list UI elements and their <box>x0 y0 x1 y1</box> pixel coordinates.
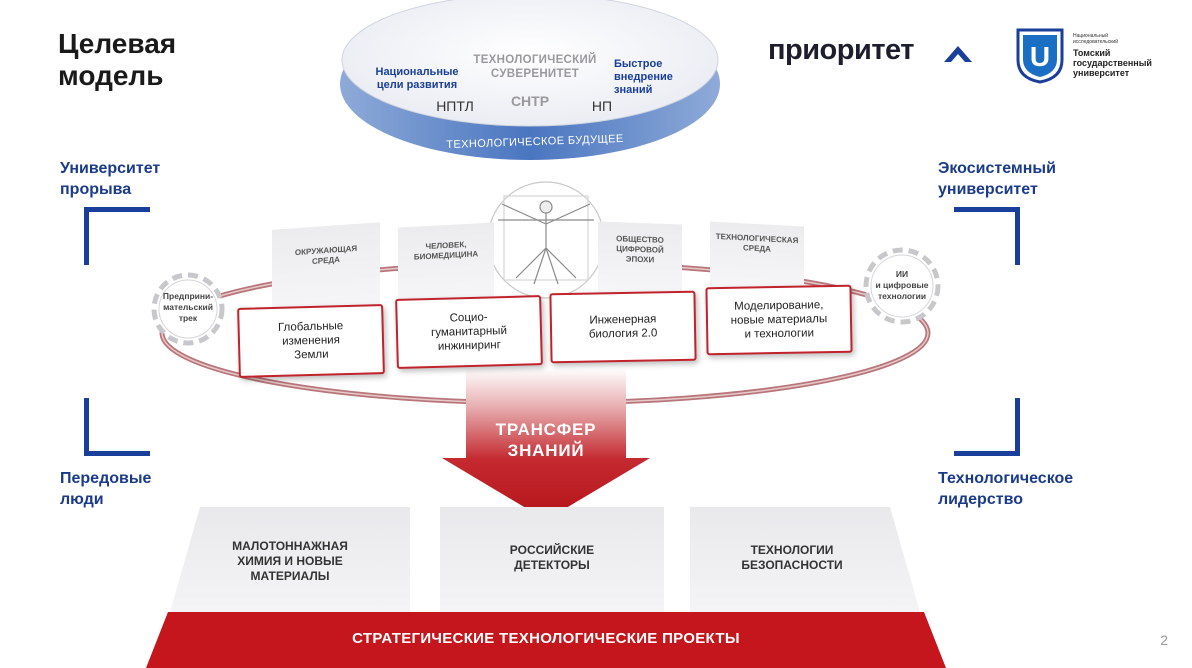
red-card-label: Инженерная биология 2.0 <box>588 313 658 341</box>
gear-right-label: ИИ и цифровые технологии <box>875 269 929 301</box>
project-box-label: МАЛОТОННАЖНАЯ ХИМИЯ И НОВЫЕ МАТЕРИАЛЫ <box>232 539 348 583</box>
red-card-label: Глобальные изменения Земли <box>277 320 344 362</box>
transfer-arrow <box>442 368 650 520</box>
transfer-knowledge-label: ТРАНСФЕР ЗНАНИЙ <box>495 420 597 460</box>
project-box-chemistry: МАЛОТОННАЖНАЯ ХИМИЯ И НОВЫЕ МАТЕРИАЛЫ <box>170 507 410 612</box>
bracket-top-left <box>84 207 150 265</box>
red-card-label: Социо- гуманитарный инжиниринг <box>430 311 508 353</box>
footer-bar-label: СТРАТЕГИЧЕСКИЕ ТЕХНОЛОГИЧЕСКИЕ ПРОЕКТЫ <box>352 630 740 647</box>
tsu-emblem-icon: U <box>1016 28 1064 84</box>
page-title: Целевая модель <box>58 28 177 91</box>
disk-fast-implementation: Быстрое внедрение знаний <box>614 58 673 96</box>
bracket-bottom-left <box>84 398 150 456</box>
footer-bar-shape <box>146 612 946 668</box>
tsu-subtitle: Национальный исследовательский <box>1073 33 1118 45</box>
grey-card-label: ОБЩЕСТВО ЦИФРОВОЙ ЭПОХИ <box>616 234 664 265</box>
disk-tech-sovereignty: ТЕХНОЛОГИЧЕСКИЙ СУВЕРЕНИТЕТ <box>473 54 597 80</box>
project-box-label: РОССИЙСКИЕ ДЕТЕКТОРЫ <box>509 543 595 572</box>
disk-sntr: СНТР <box>510 93 550 109</box>
disk-np: НП <box>591 98 613 114</box>
svg-text:U: U <box>1030 41 1050 72</box>
grey-card-label: ЧЕЛОВЕК, БИОМЕДИЦИНА <box>413 239 479 262</box>
grey-card-label: ОКРУЖАЮЩАЯ СРЕДА <box>294 243 358 266</box>
label-advanced-people: Передовые люди <box>60 470 152 508</box>
page-number: 2 <box>1160 632 1168 648</box>
project-box-label: ТЕХНОЛОГИИ БЕЗОПАСНОСТИ <box>741 543 843 572</box>
project-box-security: ТЕХНОЛОГИИ БЕЗОПАСНОСТИ <box>690 507 920 612</box>
bracket-top-right <box>954 207 1020 265</box>
gear-left-icon <box>151 272 225 346</box>
vitruvian-man-icon <box>487 181 605 299</box>
label-tech-leadership: Технологическое лидерство <box>938 470 1074 508</box>
gear-left-label: Предприни- мательский трек <box>162 291 214 323</box>
gear-right-icon <box>863 247 941 325</box>
bracket-bottom-right <box>954 398 1020 456</box>
label-breakthrough-university: Университет прорыва <box>60 160 161 198</box>
project-box-detectors: РОССИЙСКИЕ ДЕТЕКТОРЫ <box>440 507 664 612</box>
red-card-global-changes: Глобальные изменения Земли <box>237 304 385 378</box>
red-card-label: Моделирование, новые материалы и техноло… <box>730 299 828 341</box>
disk-national-goals: Национальные цели развития <box>375 66 459 91</box>
top-disk-face <box>341 0 719 127</box>
red-card-modeling: Моделирование, новые материалы и техноло… <box>705 284 853 356</box>
label-ecosystem-university: Экосистемный университет <box>938 160 1056 198</box>
red-card-socio-engineering: Социо- гуманитарный инжиниринг <box>395 295 543 369</box>
disk-nptl: НПТЛ <box>436 98 474 114</box>
grey-card-label: ТЕХНОЛОГИЧЕСКАЯ СРЕДА <box>715 231 799 254</box>
tsu-name: Томский государственный университет <box>1073 48 1152 78</box>
red-card-engineering-biology: Инженерная биология 2.0 <box>549 290 697 364</box>
priority-logo-icon <box>944 46 972 62</box>
priority-logo-text: приоритет <box>768 34 914 66</box>
